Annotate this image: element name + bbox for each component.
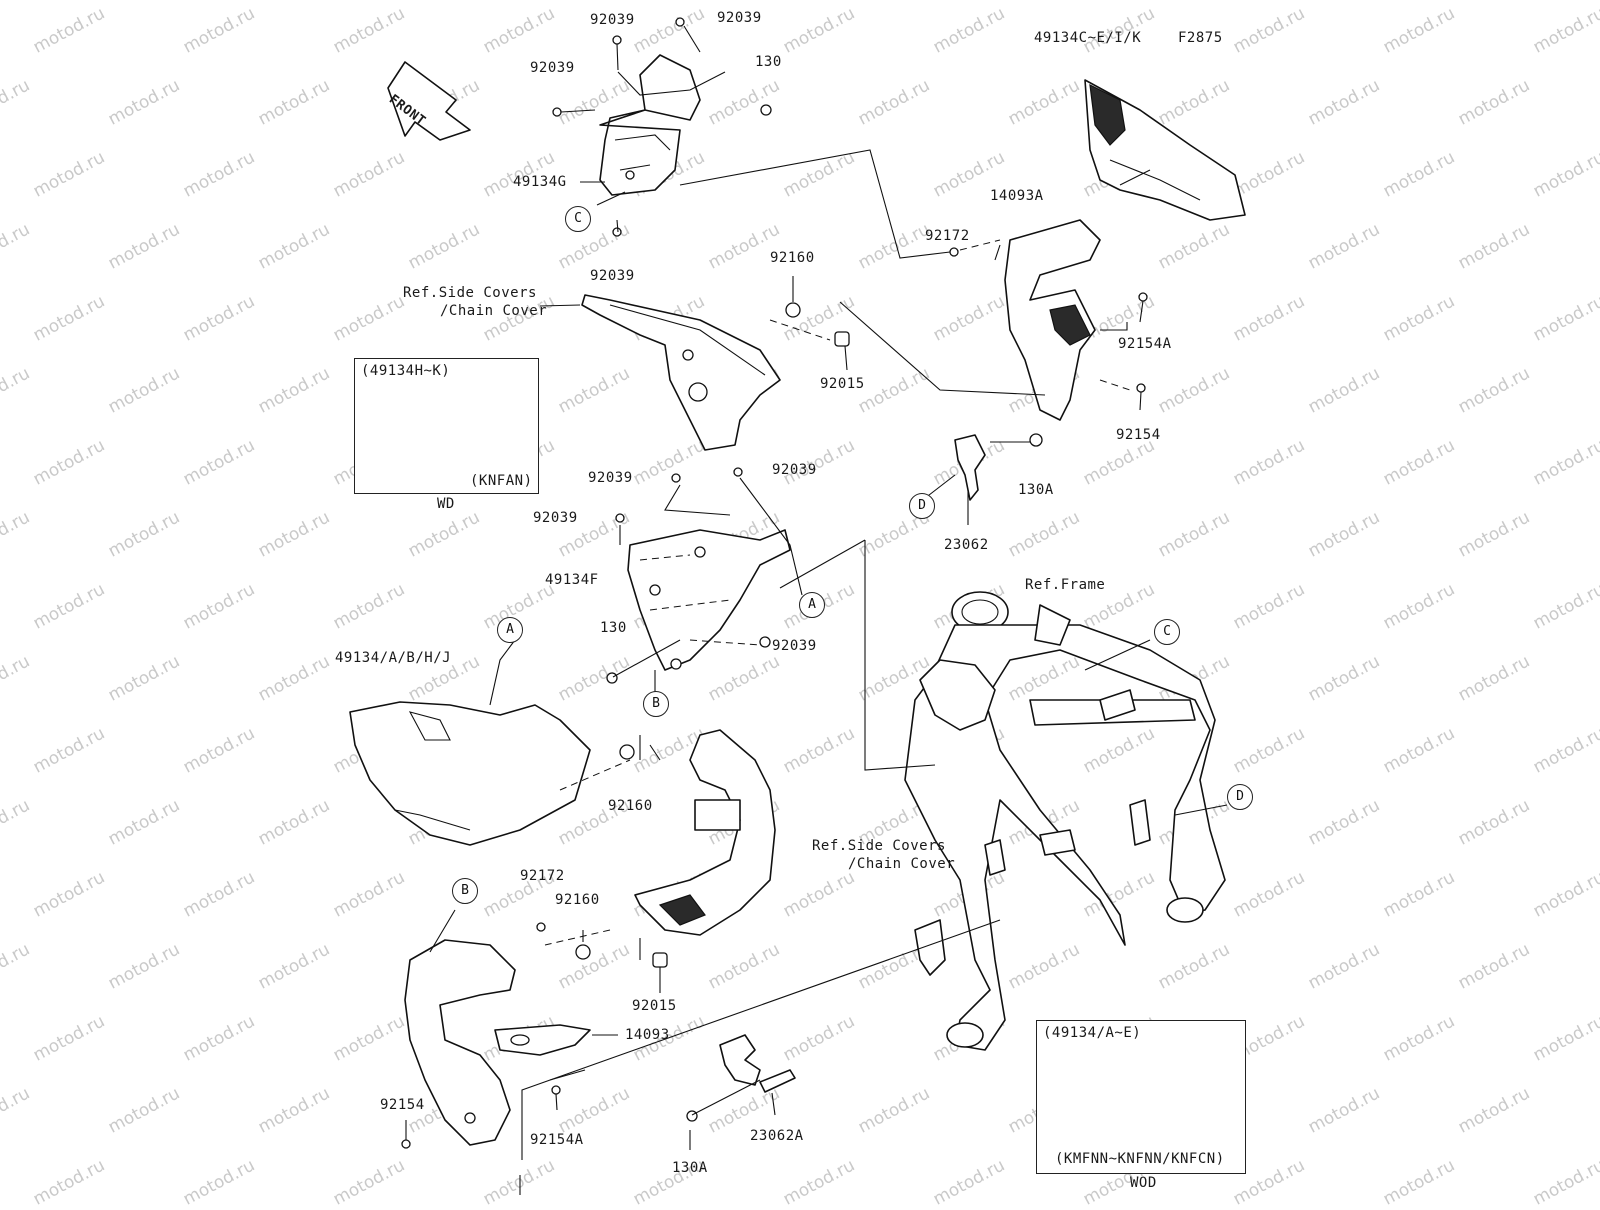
label-92154a-bot: 92154A bbox=[530, 1132, 584, 1148]
front-arrow-icon bbox=[387, 61, 471, 141]
label-92154-bot: 92154 bbox=[380, 1097, 425, 1113]
part-49134f bbox=[627, 529, 791, 671]
label-92154-top: 92154 bbox=[1116, 427, 1161, 443]
part-side-cover-upper bbox=[581, 294, 781, 451]
ref-circle-c-frame: C bbox=[1154, 619, 1180, 645]
label-ref-frame: Ref.Frame bbox=[1025, 577, 1106, 593]
ref-circle-a-mid: A bbox=[799, 592, 825, 618]
label-130-top: 130 bbox=[755, 54, 782, 70]
label-92172-bot: 92172 bbox=[520, 868, 565, 884]
part-14093a bbox=[1004, 219, 1101, 421]
label-92039-f: 92039 bbox=[772, 462, 817, 478]
label-92039-a: 92039 bbox=[590, 12, 635, 28]
label-130-mid: 130 bbox=[600, 620, 627, 636]
label-92039-b: 92039 bbox=[717, 10, 762, 26]
label-92039-h: 92039 bbox=[772, 638, 817, 654]
part-23062a bbox=[719, 1034, 796, 1093]
label-92015-bot: 92015 bbox=[632, 998, 677, 1014]
label-ref-side-2: Ref.Side Covers bbox=[812, 838, 946, 854]
ref-circle-d-top: D bbox=[909, 493, 935, 519]
part-inner-panel bbox=[634, 729, 776, 936]
label-92160-top: 92160 bbox=[770, 250, 815, 266]
part-49134c bbox=[1084, 79, 1246, 221]
label-49134g: 49134G bbox=[513, 174, 567, 190]
hardware bbox=[401, 17, 1148, 1149]
label-92039-e: 92039 bbox=[588, 470, 633, 486]
part-14093 bbox=[494, 1024, 591, 1056]
label-92160-bot: 92160 bbox=[555, 892, 600, 908]
part-frame bbox=[904, 591, 1226, 1051]
label-92015-top: 92015 bbox=[820, 376, 865, 392]
inset-box-bottom: (49134/A~E) (KMFNN~KNFNN/KNFCN) bbox=[1036, 1020, 1246, 1174]
label-130a-bot: 130A bbox=[672, 1160, 708, 1176]
label-130a-top: 130A bbox=[1018, 482, 1054, 498]
label-ref-side-1: Ref.Side Covers bbox=[403, 285, 537, 301]
label-92154a-top: 92154A bbox=[1118, 336, 1172, 352]
inset-bottom-title: (49134/A~E) bbox=[1043, 1025, 1142, 1041]
label-ref-chain-2: /Chain Cover bbox=[848, 856, 956, 872]
ref-circle-b-mid: B bbox=[643, 691, 669, 717]
inset-top-caption: WD bbox=[437, 496, 455, 512]
inset-bottom-code: (KMFNN~KNFNN/KNFCN) bbox=[1055, 1151, 1225, 1167]
ref-circle-a-left: A bbox=[497, 617, 523, 643]
inset-box-top: (49134H~K) (KNFAN) bbox=[354, 358, 539, 494]
part-23062 bbox=[954, 434, 986, 501]
label-14093a: 14093A bbox=[990, 188, 1044, 204]
label-49134f: 49134F bbox=[545, 572, 599, 588]
label-49134ab: 49134/A/B/H/J bbox=[335, 650, 452, 666]
part-49134ab bbox=[349, 701, 591, 846]
ref-circle-c-top: C bbox=[565, 206, 591, 232]
label-92039-c: 92039 bbox=[530, 60, 575, 76]
part-49134g bbox=[599, 54, 701, 196]
label-92039-d: 92039 bbox=[590, 268, 635, 284]
inset-bottom-caption: WOD bbox=[1130, 1175, 1157, 1191]
label-ref-chain-1: /Chain Cover bbox=[440, 303, 548, 319]
figure-code: F2875 bbox=[1178, 30, 1223, 46]
label-23062: 23062 bbox=[944, 537, 989, 553]
label-92172-top: 92172 bbox=[925, 228, 970, 244]
part-lower-cover bbox=[404, 939, 516, 1146]
ref-circle-d-frame: D bbox=[1227, 784, 1253, 810]
inset-top-code: (KNFAN) bbox=[470, 473, 533, 489]
ref-circle-b-bot: B bbox=[452, 878, 478, 904]
inset-top-title: (49134H~K) bbox=[361, 363, 451, 379]
label-92039-g: 92039 bbox=[533, 510, 578, 526]
label-49134c: 49134C~E/I/K bbox=[1034, 30, 1142, 46]
label-92160-mid: 92160 bbox=[608, 798, 653, 814]
label-23062a: 23062A bbox=[750, 1128, 804, 1144]
leader-lines bbox=[405, 71, 1228, 1195]
label-14093: 14093 bbox=[625, 1027, 670, 1043]
